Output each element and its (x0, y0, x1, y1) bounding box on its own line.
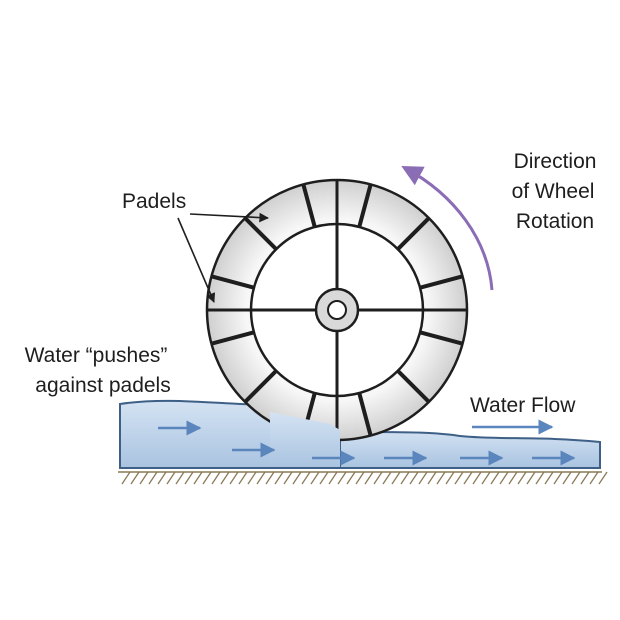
ground-hatch-mark (580, 471, 590, 485)
ground-hatch-mark (238, 471, 248, 485)
ground-hatch-mark (499, 471, 509, 485)
direction-label-line3: Rotation (516, 210, 594, 233)
ground-hatch-mark (157, 471, 167, 485)
ground-hatch-mark (418, 471, 428, 485)
ground-hatch-mark (382, 471, 392, 485)
ground-hatching (118, 471, 608, 485)
pushes-label-line1: Water “pushes” (25, 344, 168, 367)
direction-label-line1: Direction (514, 150, 597, 173)
wheel-paddle (243, 216, 278, 251)
ground-hatch-mark (364, 471, 374, 485)
ground-hatch-mark (400, 471, 410, 485)
ground-hatch-mark (247, 471, 257, 485)
ground-hatch-mark (598, 471, 608, 485)
ground-hatch-mark (346, 471, 356, 485)
water-surface-front (270, 412, 340, 468)
ground-hatch-mark (373, 471, 383, 485)
ground-hatch-mark (256, 471, 266, 485)
ground-hatch-mark (508, 471, 518, 485)
ground-hatch-mark (175, 471, 185, 485)
wheel-paddle (396, 369, 431, 404)
ground-hatch-mark (166, 471, 176, 485)
ground-hatch-mark (391, 471, 401, 485)
wheel-paddle (210, 330, 255, 346)
ground-hatch-mark (274, 471, 284, 485)
pushes-label-line2: against padels (35, 374, 170, 397)
ground-hatch-mark (211, 471, 221, 485)
ground-hatch-mark (319, 471, 329, 485)
ground-hatch-mark (481, 471, 491, 485)
ground-hatch-mark (571, 471, 581, 485)
ground-hatch-mark (184, 471, 194, 485)
ground-hatch-mark (310, 471, 320, 485)
wheel-paddle (419, 274, 464, 290)
wheel-paddle (301, 183, 317, 228)
ground-hatch-mark (355, 471, 365, 485)
ground-hatch-mark (445, 471, 455, 485)
ground-hatch-mark (121, 471, 131, 485)
direction-label-line2: of Wheel (512, 180, 595, 203)
wheel-paddle (357, 183, 373, 228)
ground-hatch-mark (283, 471, 293, 485)
ground-hatch-mark (301, 471, 311, 485)
ground-hatch-mark (526, 471, 536, 485)
wheel-paddle (243, 369, 278, 404)
water-body-right (339, 428, 601, 469)
wheel-paddle (396, 216, 431, 251)
ground-hatch-mark (454, 471, 464, 485)
ground-hatch-mark (139, 471, 149, 485)
ground-hatch-mark (535, 471, 545, 485)
ground-hatch-mark (265, 471, 275, 485)
ground-hatch-mark (202, 471, 212, 485)
ground-hatch-mark (436, 471, 446, 485)
ground-hatch-mark (193, 471, 203, 485)
ground-hatch-mark (148, 471, 158, 485)
ground-hatch-mark (562, 471, 572, 485)
ground-hatch-mark (337, 471, 347, 485)
ground-hatch-mark (292, 471, 302, 485)
water-flow-arrows (158, 420, 576, 466)
ground-hatch-mark (130, 471, 140, 485)
ground-hatch-mark (328, 471, 338, 485)
ground-hatch-mark (553, 471, 563, 485)
ground-hatch-mark (472, 471, 482, 485)
padels-pointer-top (189, 212, 269, 223)
wheel-axle (327, 300, 347, 320)
wheel-paddle (419, 330, 464, 346)
ground-hatch-mark (589, 471, 599, 485)
ground-hatch-mark (229, 471, 239, 485)
ground-hatch-mark (544, 471, 554, 485)
padels-label: Padels (122, 190, 186, 213)
water-wheel (205, 178, 469, 442)
water-flow-label: Water Flow (470, 394, 576, 417)
ground-hatch-mark (427, 471, 437, 485)
rotation-direction-arrow (401, 166, 494, 291)
wheel-paddle (357, 392, 373, 437)
ground-hatch-mark (220, 471, 230, 485)
wheel-paddle (210, 274, 255, 290)
ground-hatch-mark (463, 471, 473, 485)
ground-hatch-mark (517, 471, 527, 485)
ground-hatch-mark (409, 471, 419, 485)
padels-pointer-bottom (177, 217, 216, 303)
ground-hatch-mark (490, 471, 500, 485)
